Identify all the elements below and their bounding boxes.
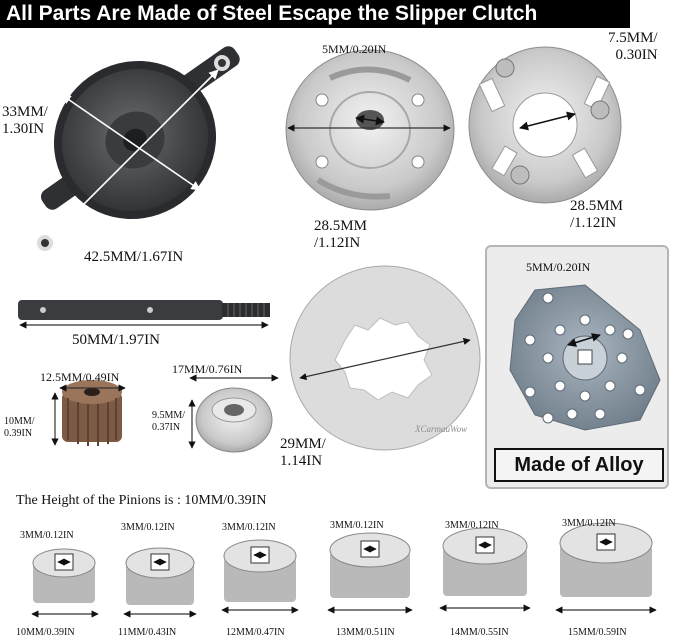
pinion-12mm [221,539,299,614]
pinion-10mm [31,548,99,618]
pinion-gear-set [31,522,657,618]
silver-pinion-diameter-label: 17MM/0.76IN [172,362,243,376]
silver-pinion-gear [188,374,279,453]
brand-watermark: XCarmauWow [415,424,468,434]
silver-pinion-height-label: 9.5MM/ 0.37IN [152,410,186,433]
pinion-5-bore-label: 3MM/0.12IN [445,520,499,531]
made-of-alloy-label: Made of Alloy [494,448,664,482]
brown-pinion-diameter-label: 12.5MM/0.49IN [40,370,120,384]
shaft-length-label: 50MM/1.97IN [72,332,160,348]
pinion-2-bore-label: 3MM/0.12IN [121,522,175,533]
pinion-2-diameter-label: 11MM/0.43IN [118,627,177,638]
pinion-1-bore-label: 3MM/0.12IN [20,530,74,541]
pinion-6-bore-label: 3MM/0.12IN [562,518,616,529]
clutch-carrier [468,46,622,204]
output-shaft [18,300,270,329]
gear-height-label: 33MM/ 1.30IN [2,104,48,137]
pinion-4-bore-label: 3MM/0.12IN [330,520,384,531]
pinion-14mm [439,527,531,612]
pinion-11mm [123,547,197,618]
spur-gear-assembly [37,46,240,251]
pinion-13mm [327,532,413,614]
clutch-hub [285,49,455,211]
pinion-height-heading: The Height of the Pinions is : 10MM/0.39… [16,493,267,508]
page-title: All Parts Are Made of Steel Escape the S… [0,0,630,28]
pinion-15mm [555,522,657,614]
spacer-plate [289,265,481,451]
pinion-5-diameter-label: 14MM/0.55IN [450,627,509,638]
pinion-3-diameter-label: 12MM/0.47IN [226,627,285,638]
hub-bore-label: 5MM/0.20IN [322,42,387,56]
hub-diameter-label: 28.5MM /1.12IN [314,218,367,251]
pinion-6-diameter-label: 15MM/0.59IN [568,627,627,638]
brown-pinion-height-label: 10MM/ 0.39IN [4,416,35,439]
alloy-clutch-hub [509,284,661,431]
spacer-plate-diameter-label: 29MM/ 1.14IN [280,436,326,469]
pinion-1-diameter-label: 10MM/0.39IN [16,627,75,638]
alloy-bore-label: 5MM/0.20IN [526,260,591,274]
pinion-4-diameter-label: 13MM/0.51IN [336,627,395,638]
brown-pinion-gear [51,380,126,446]
carrier-bore-label: 7.5MM/ 0.30IN [608,30,658,63]
carrier-diameter-label: 28.5MM /1.12IN [570,198,623,231]
pinion-3-bore-label: 3MM/0.12IN [222,522,276,533]
gear-diameter-label: 42.5MM/1.67IN [84,249,184,265]
